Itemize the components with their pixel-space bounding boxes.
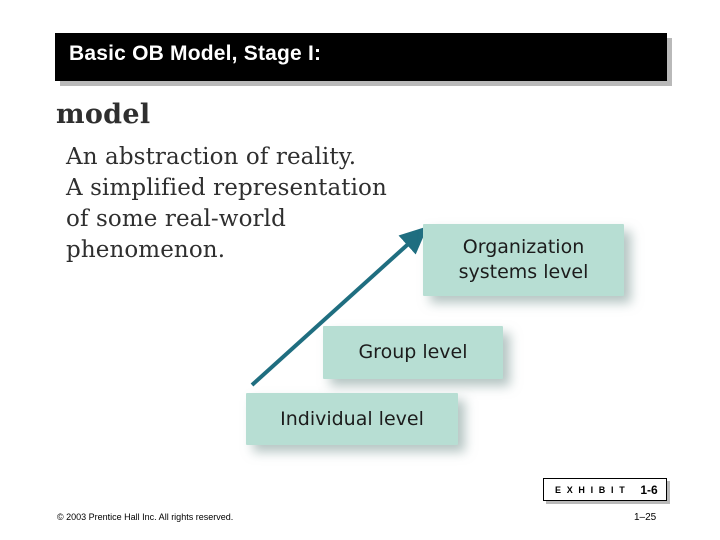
title-bar [55, 33, 667, 81]
definition-term: model [56, 99, 151, 130]
step-individual-level: Individual level [246, 393, 458, 445]
page-title: Basic OB Model, Stage I: [69, 42, 322, 65]
step-label: Group level [358, 341, 468, 363]
step-label: Individual level [280, 407, 424, 430]
page-number: 1–25 [634, 512, 657, 523]
exhibit-tag: E X H I B I T 1-6 [543, 478, 667, 501]
step-label: Organization systems level [458, 236, 589, 283]
step-organization-systems-level: Organization systems level [423, 224, 624, 296]
definition-line-3: of some real-world [66, 206, 286, 232]
definition-line-2: A simplified representation [66, 175, 387, 201]
copyright-text: © 2003 Prentice Hall Inc. All rights res… [57, 512, 234, 522]
definition-line-1: An abstraction of reality. [66, 144, 357, 170]
ob-model-diagram: Organization systems level Group level I… [230, 215, 670, 465]
step-group-level: Group level [323, 326, 503, 379]
upward-arrow [250, 226, 428, 387]
definition-line-4: phenomenon. [66, 237, 226, 263]
exhibit-label: E X H I B I T [555, 484, 627, 495]
exhibit-number: 1-6 [640, 482, 658, 497]
definition-body: An abstraction of reality. A simplified … [66, 142, 396, 266]
